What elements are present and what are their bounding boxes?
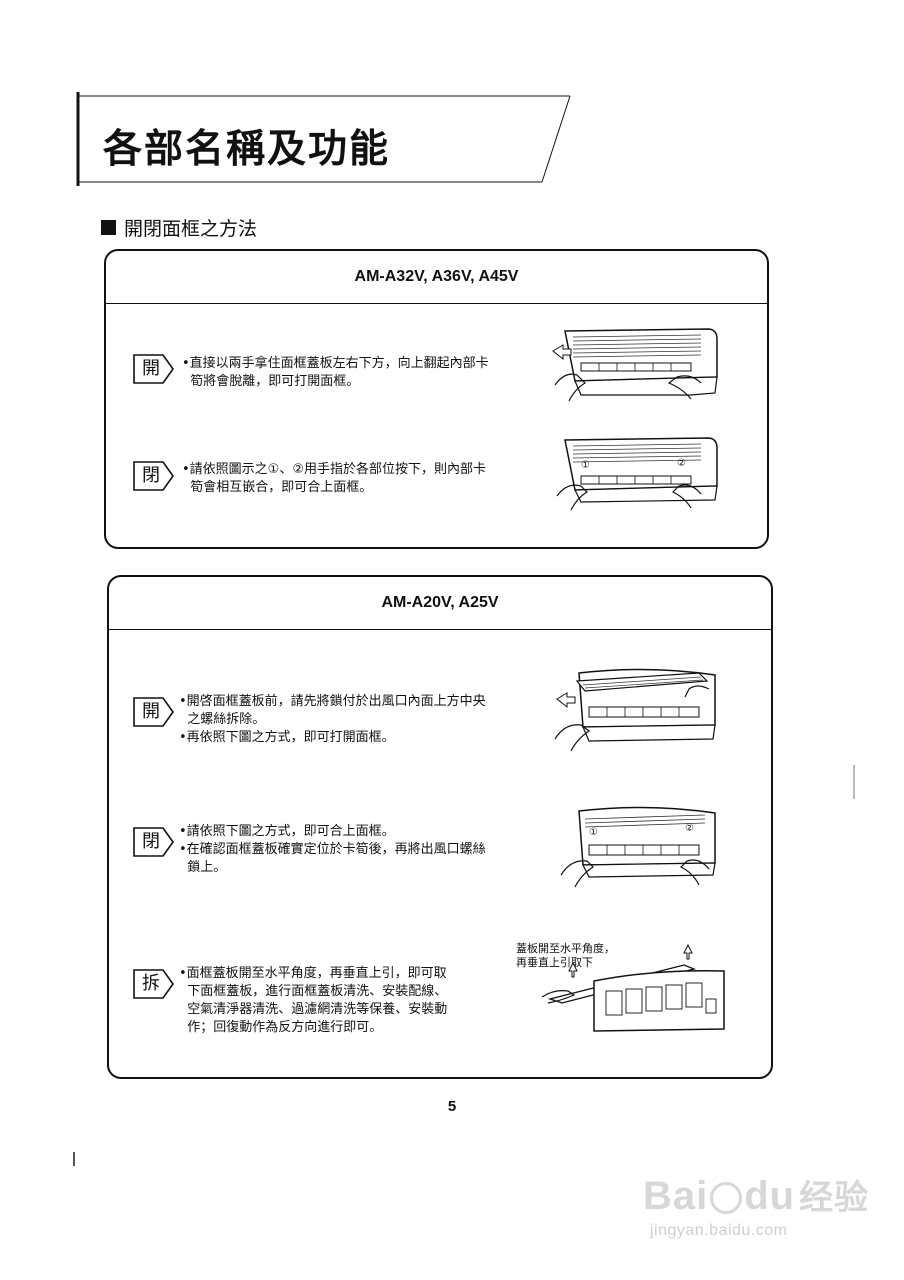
step-line: •直接以兩手拿住面框蓋板左右下方，向上翻起內部卡 [182,356,489,371]
step-line: •面框蓋板開至水平角度，再垂直上引，即可取 [179,966,447,981]
marker-one: ① [589,827,598,838]
page-title: 各部名稱及功能 [103,127,391,172]
step-line: 鎖上。 [179,860,227,875]
step-line: 下面框蓋板，進行面框蓋板清洗、安裝配線、 [179,984,448,999]
scan-edge-mark [73,1152,75,1166]
badge-open: 開 [133,354,175,384]
badge-open-label: 開 [142,701,160,722]
step-line: •再依照下圖之方式，即可打開面框。 [179,730,395,745]
step-line: 筍會相互嵌合，即可合上面框。 [182,480,373,495]
step-line: 作；回復動作為反方向進行即可。 [179,1020,383,1035]
badge-frame-icon [133,354,174,384]
badge-remove-label: 拆 [142,973,160,994]
step-line: •開啓面框蓋板前，請先將鎖付於出風口內面上方中央 [179,694,486,709]
badge-frame-icon [133,697,174,727]
panel-model-heading: AM-A20V, A25V [109,577,771,630]
ac-unit-remove-illustration [541,943,725,1032]
step-remove-text: •面框蓋板開至水平角度，再垂直上引，即可取 下面框蓋板，進行面框蓋板清洗、安裝配… [179,965,509,1037]
section-heading-text: 開閉面框之方法 [124,218,258,240]
badge-close: 閉 [133,461,175,491]
section-heading: 開閉面框之方法 [101,214,257,241]
callout-line: 蓋板開至水平角度， [516,942,615,955]
marker-two: ② [685,823,694,834]
badge-frame-icon [133,969,174,999]
badge-remove: 拆 [133,969,175,999]
ac-unit-open-illustration [552,328,718,402]
step-line: 筍將會脫離，即可打開面框。 [182,374,360,389]
marker-one: ① [581,460,590,471]
watermark-text: du [744,1174,796,1218]
badge-close: 閉 [133,827,175,857]
badge-frame-icon [133,827,174,857]
step-close-text: •請依照下圖之方式，即可合上面框。 •在確認面框蓋板確實定位於卡筍後，再將出風口… [179,823,559,877]
ac-unit-close-illustration: ① ② [560,806,716,888]
step-line: 之螺絲拆除。 [179,712,266,727]
step-line: 空氣清淨器清洗、過濾網清洗等保養、安裝動 [179,1002,448,1017]
scan-edge-mark [853,765,855,799]
badge-open: 開 [133,697,175,727]
watermark-cn: 经验 [799,1179,870,1217]
page-number: 5 [447,1098,457,1115]
step-line: •在確認面框蓋板確實定位於卡筍後，再將出風口螺絲 [179,842,486,857]
badge-frame-icon [133,461,174,491]
badge-open-label: 開 [142,358,160,379]
panel-a20v-a25v: AM-A20V, A25V 開 •開啓面框蓋板前，請先將鎖付於出風口內面上方中央… [107,575,773,1079]
baidu-watermark-url: jingyan.baidu.com [650,1222,788,1239]
step-close-text: •請依照圖示之①、②用手指於各部位按下，則內部卡 筍會相互嵌合，即可合上面框。 [182,461,562,497]
paw-icon [710,1182,743,1215]
title-banner [76,92,571,186]
square-bullet-icon [101,220,116,235]
marker-two: ② [677,458,686,469]
step-open-text: •直接以兩手拿住面框蓋板左右下方，向上翻起內部卡 筍將會脫離，即可打開面框。 [182,355,562,391]
step-line: •請依照下圖之方式，即可合上面框。 [179,824,395,839]
watermark-text: Bai [643,1174,709,1218]
ac-unit-close-illustration: ① ② [556,437,718,511]
ac-unit-open-illustration [554,668,716,752]
badge-close-label: 閉 [142,831,160,852]
step-line: •請依照圖示之①、②用手指於各部位按下，則內部卡 [182,462,486,477]
panel-model-heading: AM-A32V, A36V, A45V [106,251,767,304]
panel-a32v-a36v-a45v: AM-A32V, A36V, A45V 開 •直接以兩手拿住面框蓋板左右下方，向… [104,249,769,549]
step-open-text: •開啓面框蓋板前，請先將鎖付於出風口內面上方中央 之螺絲拆除。 •再依照下圖之方… [179,693,559,747]
badge-close-label: 閉 [142,465,160,486]
